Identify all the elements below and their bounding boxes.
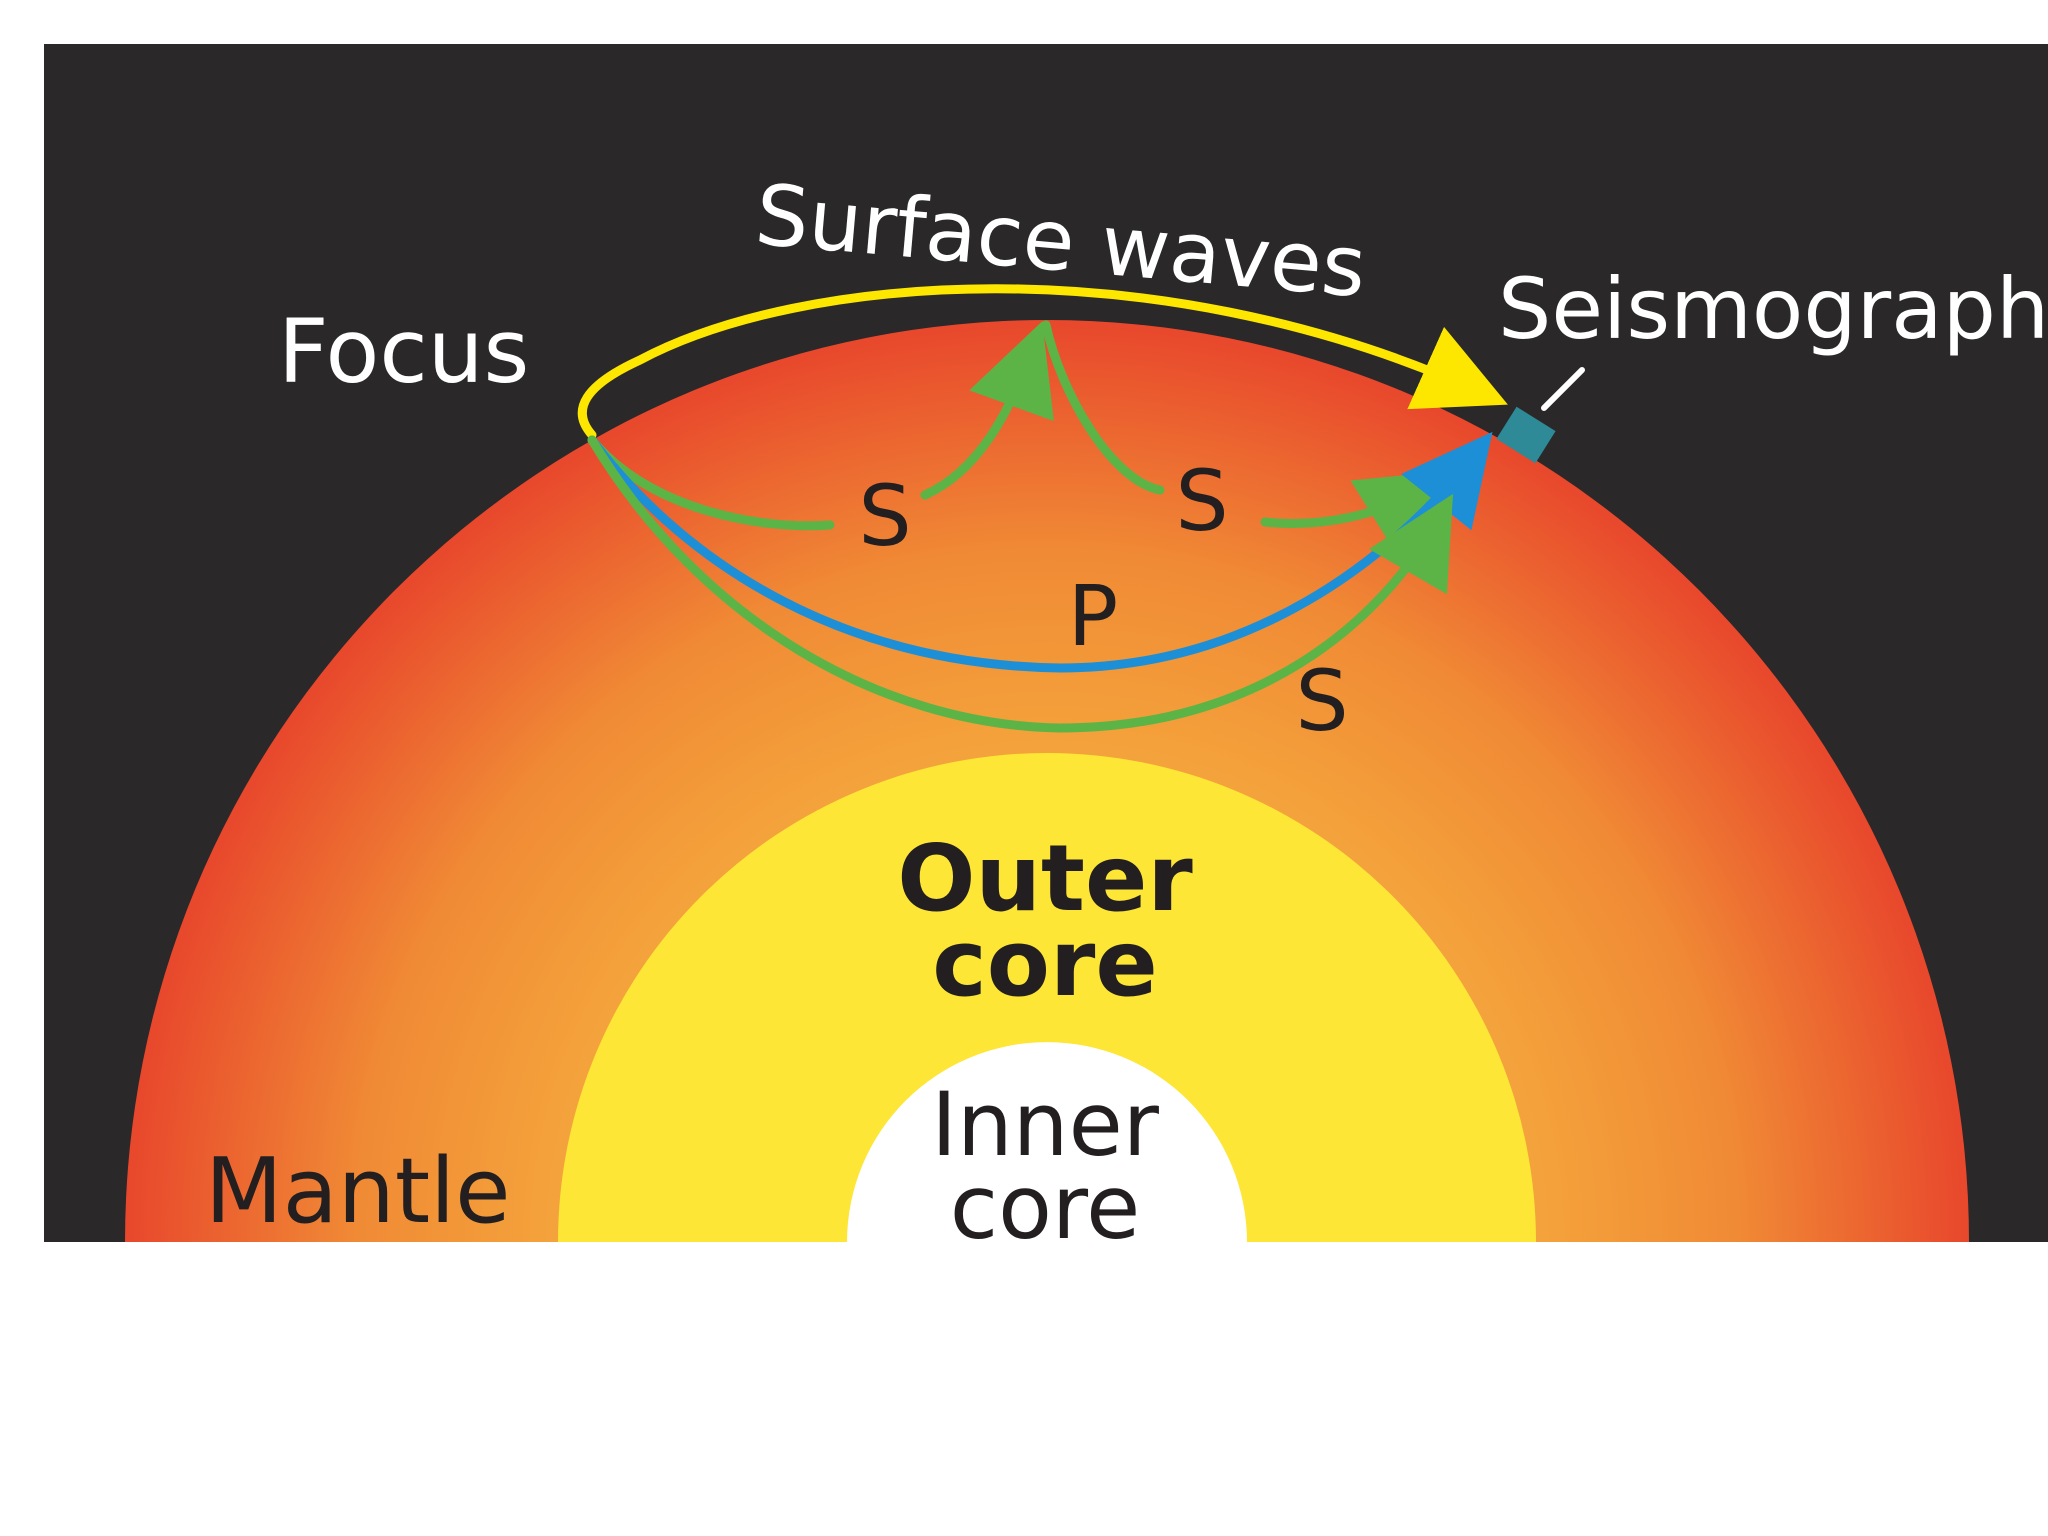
mantle-label: Mantle xyxy=(205,1139,511,1244)
s-wave-label-upper-right: S xyxy=(1175,452,1228,550)
s-wave-label-upper-left: S xyxy=(858,467,911,565)
s-wave-deep-path xyxy=(587,435,1454,733)
seismograph-label: Seismograph xyxy=(1498,260,2048,358)
inner-core-layer xyxy=(847,1042,1247,1242)
p-wave-label: P xyxy=(1068,567,1119,665)
focus-label: Focus xyxy=(278,300,529,403)
s-wave-reflected-left-up xyxy=(920,321,1054,500)
seismograph-icon xyxy=(1496,406,1556,464)
inner-core-label-line2: core xyxy=(950,1156,1141,1259)
outer-core-layer xyxy=(558,753,1536,1242)
outer-core-label-line2: core xyxy=(932,910,1158,1017)
s-wave-reflected-apex xyxy=(1030,320,1165,495)
seismograph-leader-line xyxy=(1541,367,1585,411)
s-wave-label-lower: S xyxy=(1295,652,1348,750)
surface-wave-path xyxy=(577,284,1508,440)
inner-core-label-line1: Inner xyxy=(931,1073,1160,1176)
outer-core-label-line1: Outer xyxy=(897,825,1193,932)
